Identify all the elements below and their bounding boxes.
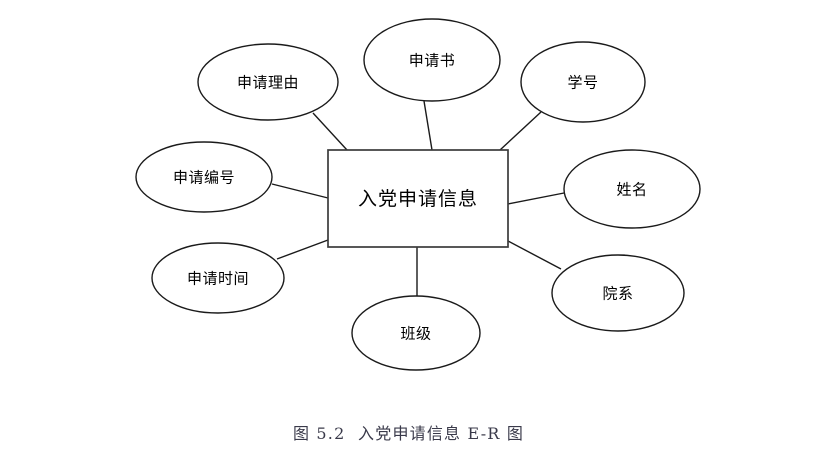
edge-entity-xuehao (499, 111, 542, 151)
entity-node[interactable]: 入党申请信息 (327, 149, 509, 248)
attribute-ellipse[interactable] (151, 242, 285, 314)
entity-rectangle[interactable] (327, 149, 509, 248)
attribute-ellipse[interactable] (563, 149, 701, 229)
attribute-ellipse[interactable] (363, 18, 501, 102)
attribute-label: 申请时间 (187, 270, 249, 288)
attribute-label: 申请书 (409, 52, 456, 70)
attribute-node-shenqingshu[interactable]: 申请书 (363, 18, 501, 102)
attribute-node-xuehao[interactable]: 学号 (520, 41, 646, 123)
attribute-node-shenqingliyou[interactable]: 申请理由 (197, 43, 339, 121)
figure-caption: 图 5.2 入党申请信息 E-R 图 (292, 424, 525, 443)
attribute-node-yuanxi[interactable]: 院系 (551, 254, 685, 332)
attribute-label: 班级 (400, 325, 431, 343)
attribute-ellipse[interactable] (551, 254, 685, 332)
edge-group (271, 100, 565, 296)
attribute-node-xingming[interactable]: 姓名 (563, 149, 701, 229)
attribute-ellipse[interactable] (520, 41, 646, 123)
edge-entity-shenqingbianhao (271, 183, 329, 199)
attribute-label: 学号 (567, 74, 598, 92)
entity-label: 入党申请信息 (358, 188, 478, 210)
attribute-node-shenqingshijian[interactable]: 申请时间 (151, 242, 285, 314)
attribute-label: 姓名 (616, 181, 647, 199)
attribute-node-shenqingbianhao[interactable]: 申请编号 (135, 141, 273, 213)
attribute-node-banji[interactable]: 班级 (351, 295, 481, 371)
attribute-ellipse[interactable] (197, 43, 339, 121)
edge-entity-xingming (507, 192, 565, 205)
attribute-label: 申请理由 (237, 74, 299, 92)
edge-entity-shenqingshijian (276, 239, 329, 260)
edge-entity-yuanxi (507, 240, 562, 270)
attribute-ellipse[interactable] (351, 295, 481, 371)
attribute-label: 院系 (602, 285, 633, 303)
attribute-ellipse[interactable] (135, 141, 273, 213)
edge-entity-shenqingliyou (312, 112, 348, 151)
edge-entity-shenqingshu (423, 100, 433, 151)
attribute-label: 申请编号 (173, 169, 235, 187)
